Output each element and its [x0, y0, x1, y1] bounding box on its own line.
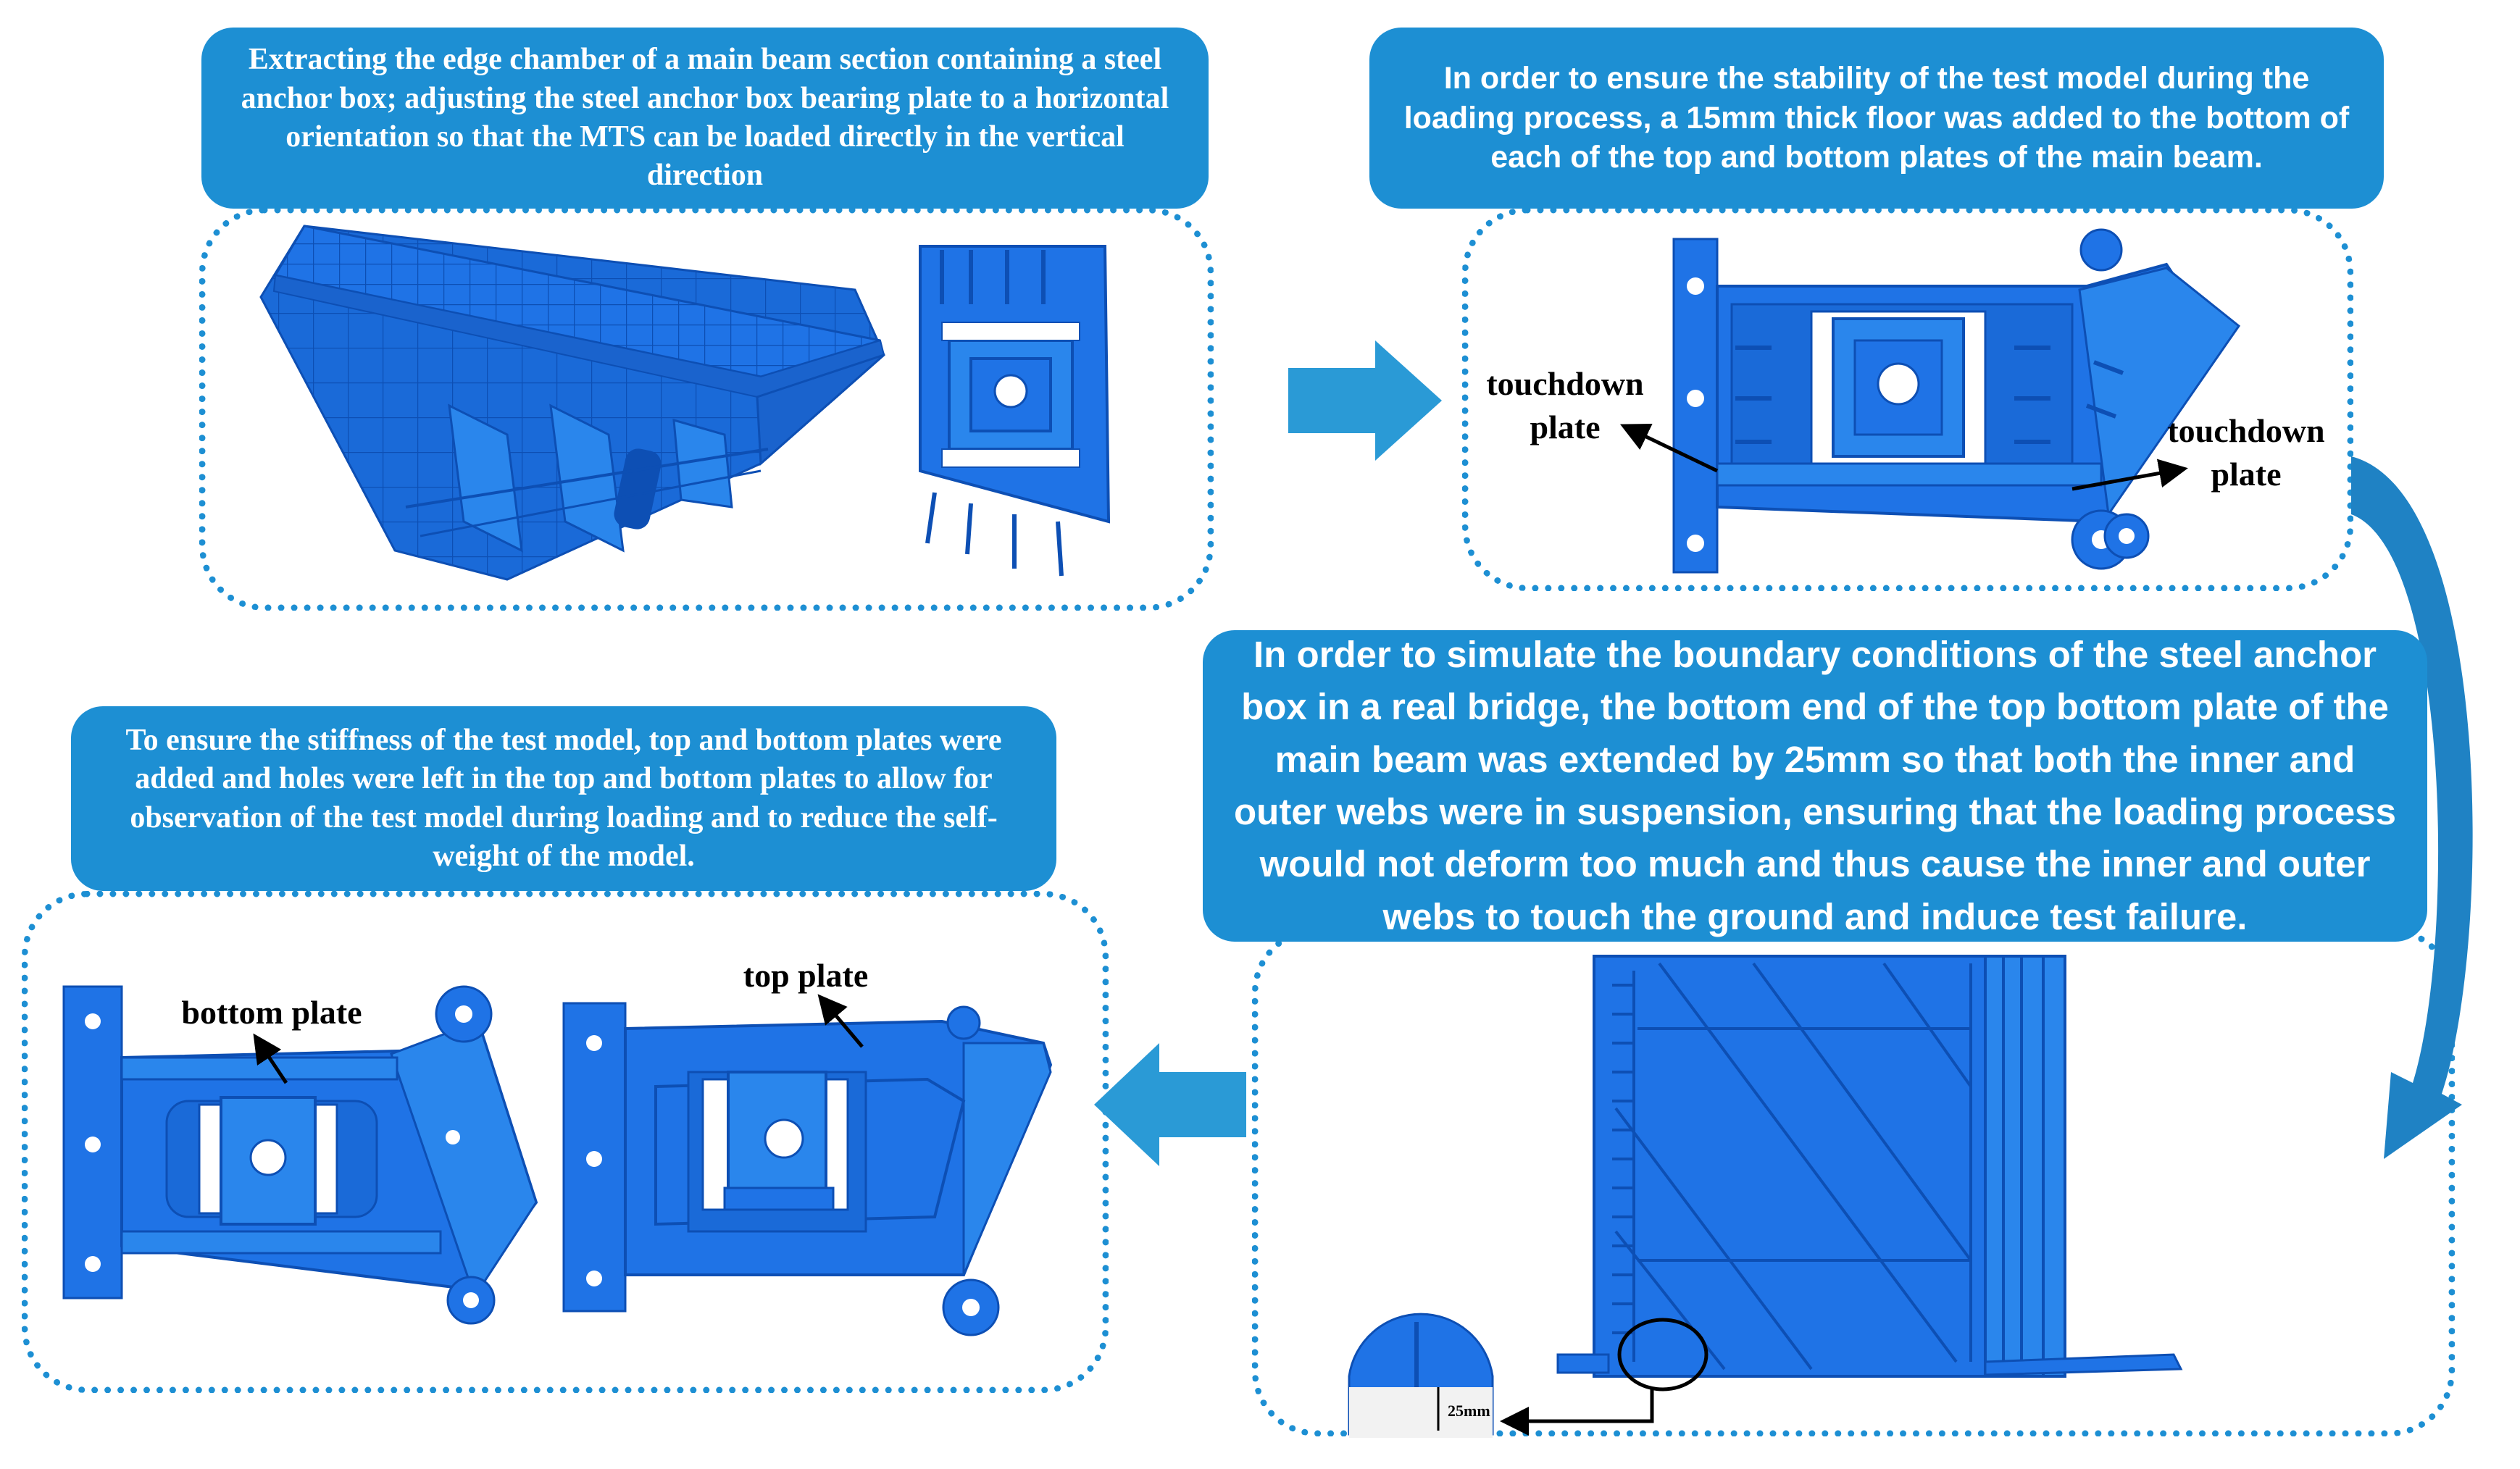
detail-circle [1617, 1318, 1708, 1391]
panel-2-frame [1462, 207, 2353, 591]
panel-4-frame [22, 891, 1109, 1393]
panel-1-frame [199, 207, 1214, 611]
arrow-left [1094, 1043, 1246, 1166]
beam-segment-model [259, 225, 885, 581]
top-plate-model [562, 1002, 1053, 1336]
panel-1-caption: Extracting the edge chamber of a main be… [201, 28, 1209, 209]
bottom-plate-model [62, 985, 538, 1325]
touchdown-label-right-line2: plate [2211, 456, 2281, 493]
bottom-plate-arrow [253, 1033, 288, 1084]
dimension-label: 25mm [1448, 1402, 1490, 1420]
touchdown-label-left-line2: plate [1530, 409, 1600, 445]
bottom-plate-label: bottom plate [181, 994, 362, 1031]
side-elevation-model [1556, 955, 2183, 1378]
detail-magnifier: 25mm [1348, 1313, 1494, 1438]
touchdown-arrow-left [1619, 423, 1719, 473]
panel-2-caption: In order to ensure the stability of the … [1369, 28, 2384, 209]
top-plate-arrow [817, 994, 864, 1048]
panel-4-caption: To ensure the stiffness of the test mode… [71, 706, 1056, 891]
anchor-box-model [919, 245, 1111, 577]
touchdown-arrow-right [2072, 459, 2188, 491]
top-plate-label: top plate [743, 957, 869, 994]
touchdown-label-right-line1: touchdown [2167, 412, 2324, 449]
detail-leader [1500, 1387, 1654, 1436]
touchdown-label-left-line1: touchdown [1486, 365, 1643, 402]
arrow-curved [2351, 456, 2473, 1159]
arrow-right [1288, 340, 1442, 461]
touchdown-model [1672, 228, 2241, 574]
panel-3-caption: In order to simulate the boundary condit… [1203, 630, 2427, 942]
